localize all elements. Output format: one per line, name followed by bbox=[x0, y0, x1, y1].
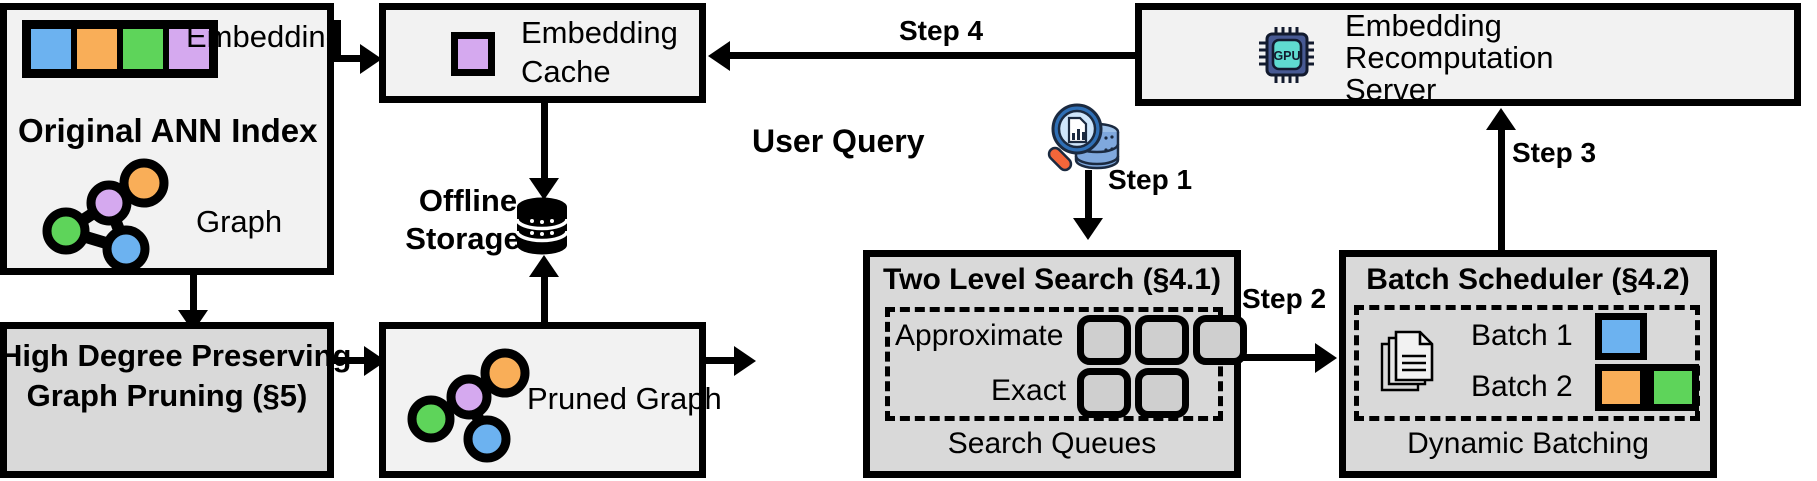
pruned-graph-box bbox=[379, 322, 706, 478]
arrow-step3-head bbox=[1486, 108, 1516, 130]
approximate-queue-slots bbox=[1077, 315, 1247, 365]
batch-scheduler-title: Batch Scheduler (§4.2) bbox=[1366, 263, 1690, 296]
batch-1-label: Batch 1 bbox=[1471, 319, 1573, 352]
exact-label: Exact bbox=[991, 374, 1067, 407]
recomputation-server-line2: Recomputation bbox=[1345, 40, 1554, 75]
step3-label: Step 3 bbox=[1512, 137, 1597, 168]
arrow-step3-line bbox=[1498, 123, 1505, 251]
dynamic-batching-footer: Dynamic Batching bbox=[1407, 427, 1649, 460]
arrow-pruned-to-storage-line bbox=[541, 268, 548, 324]
dynamic-batching-dashed-area bbox=[1354, 305, 1700, 421]
arrow-index-to-cache-line bbox=[334, 55, 362, 62]
embedding-cell-blue bbox=[28, 26, 74, 72]
original-graph-icon bbox=[38, 158, 174, 273]
arrow-index-to-pruning-line bbox=[190, 275, 197, 315]
database-cylinder-icon bbox=[515, 197, 569, 255]
queue-slot bbox=[1077, 315, 1131, 365]
arrow-index-to-cache-head bbox=[360, 44, 382, 74]
gpu-icon-text: GPU bbox=[1273, 49, 1300, 63]
batch-2-label: Batch 2 bbox=[1471, 370, 1573, 403]
queue-slot bbox=[1193, 315, 1247, 365]
embedding-cache-box bbox=[379, 3, 706, 103]
embedding-cell-orange bbox=[74, 26, 120, 72]
embedding-cache-line2: Cache bbox=[521, 54, 611, 89]
arrow-pruning-to-pruned-line bbox=[334, 357, 368, 364]
embedding-cell-purple bbox=[166, 26, 212, 72]
gpu-chip-icon: GPU bbox=[1258, 26, 1320, 84]
user-query-label: User Query bbox=[752, 123, 925, 159]
query-magnifier-database-icon bbox=[1047, 100, 1124, 180]
arrow-step1-line bbox=[1085, 170, 1092, 228]
arrow-pruned-to-search-line bbox=[706, 357, 740, 364]
step2-label: Step 2 bbox=[1242, 283, 1327, 314]
graph-label: Graph bbox=[196, 204, 283, 239]
documents-stack-icon bbox=[1378, 330, 1436, 396]
batch-1-square-blue bbox=[1595, 313, 1647, 360]
offline-storage-line2: Storage bbox=[405, 221, 521, 256]
queue-slot bbox=[1077, 368, 1131, 418]
step4-label: Step 4 bbox=[899, 15, 984, 46]
original-ann-index-title: Original ANN Index bbox=[18, 112, 318, 149]
embedding-strip bbox=[22, 20, 218, 78]
arrow-step4-head bbox=[708, 41, 730, 71]
two-level-search-title: Two Level Search (§4.1) bbox=[883, 263, 1221, 296]
search-queues-footer: Search Queues bbox=[947, 427, 1157, 460]
embedding-label: Embedding bbox=[186, 19, 343, 54]
arrow-step1-head bbox=[1073, 218, 1103, 240]
arrow-pruned-to-storage-head bbox=[529, 255, 559, 277]
batch-2-squares bbox=[1595, 364, 1699, 411]
arrow-pruned-to-search-head bbox=[734, 346, 756, 376]
offline-storage-line1: Offline bbox=[418, 183, 518, 218]
batch-2-square-orange bbox=[1595, 364, 1647, 411]
embedding-cell-green bbox=[120, 26, 166, 72]
graph-pruning-line1: High Degree Preserving bbox=[0, 338, 352, 373]
arrow-cache-to-storage-head bbox=[529, 178, 559, 200]
queue-slot bbox=[1135, 315, 1189, 365]
embedding-cache-swatch bbox=[451, 32, 495, 76]
graph-pruning-box bbox=[0, 322, 334, 478]
exact-queue-slots bbox=[1077, 368, 1189, 418]
embedding-cache-line1: Embedding bbox=[521, 15, 678, 50]
recomputation-server-line1: Embedding bbox=[1345, 8, 1502, 43]
recomputation-server-box bbox=[1135, 3, 1801, 106]
arrow-step2-head bbox=[1315, 343, 1337, 373]
batch-2-square-green bbox=[1647, 364, 1699, 411]
arrow-index-to-cache-stem bbox=[334, 20, 341, 62]
graph-pruning-line2: Graph Pruning (§5) bbox=[26, 378, 308, 413]
arrow-step2-line bbox=[1241, 354, 1321, 361]
arrow-cache-to-storage-line bbox=[541, 103, 548, 187]
pruned-graph-label: Pruned Graph bbox=[527, 381, 722, 416]
arrow-step4-line bbox=[730, 52, 1135, 59]
pruned-graph-icon bbox=[407, 348, 530, 463]
step1-label: Step 1 bbox=[1108, 164, 1193, 195]
queue-slot bbox=[1135, 368, 1189, 418]
recomputation-server-line3: Server bbox=[1345, 72, 1437, 107]
approximate-label: Approximate bbox=[895, 319, 1064, 352]
